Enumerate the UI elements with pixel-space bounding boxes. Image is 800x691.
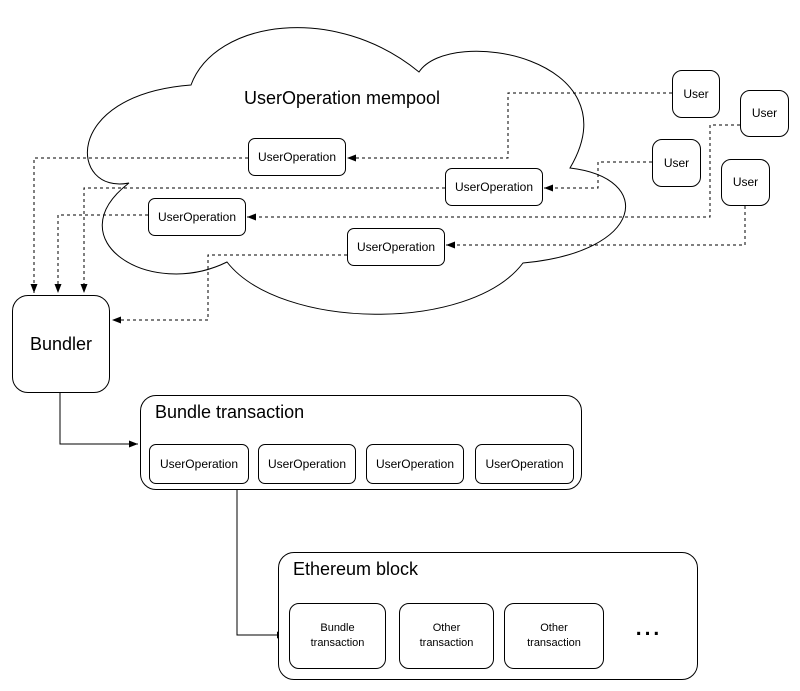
edge-bundler-bundle-tx	[59, 393, 138, 448]
mempool-userop-3: UserOperation	[148, 198, 246, 236]
bundle-userop-4: UserOperation	[475, 444, 574, 484]
bundler-node: Bundler	[12, 295, 110, 393]
eth-more-transactions-ellipsis: ...	[635, 616, 663, 640]
mempool-title: UserOperation mempool	[243, 88, 441, 108]
edge-user3-userop2	[544, 161, 652, 192]
edge-userop2-bundler	[80, 187, 445, 293]
user-node-3: User	[652, 139, 701, 187]
edge-userop4-bundler	[112, 254, 347, 324]
mempool-cloud	[86, 27, 626, 315]
edge-bundle-tx-ethereum-block	[236, 490, 286, 639]
mempool-userop-1: UserOperation	[248, 138, 346, 176]
bundle-userop-2: UserOperation	[258, 444, 356, 484]
ethereum-block-container: Ethereum block Bundle transaction Other …	[278, 552, 698, 680]
edge-userop3-bundler	[54, 214, 148, 293]
mempool-userop-4: UserOperation	[347, 228, 445, 266]
eth-bundle-transaction: Bundle transaction	[289, 603, 386, 669]
edge-user2-userop3	[247, 124, 740, 221]
ethereum-block-title: Ethereum block	[293, 559, 419, 579]
bundle-userop-3: UserOperation	[366, 444, 464, 484]
bundle-transaction-container: Bundle transaction UserOperation UserOpe…	[140, 395, 582, 490]
user-node-4: User	[721, 159, 770, 206]
eth-other-transaction-1: Other transaction	[399, 603, 494, 669]
bundle-userop-1: UserOperation	[149, 444, 249, 484]
bundle-transaction-title: Bundle transaction	[155, 402, 305, 422]
eth-other-transaction-2: Other transaction	[504, 603, 604, 669]
user-node-1: User	[672, 70, 720, 118]
mempool-userop-2: UserOperation	[445, 168, 543, 206]
edge-user4-userop4	[446, 206, 746, 249]
user-node-2: User	[740, 90, 789, 137]
